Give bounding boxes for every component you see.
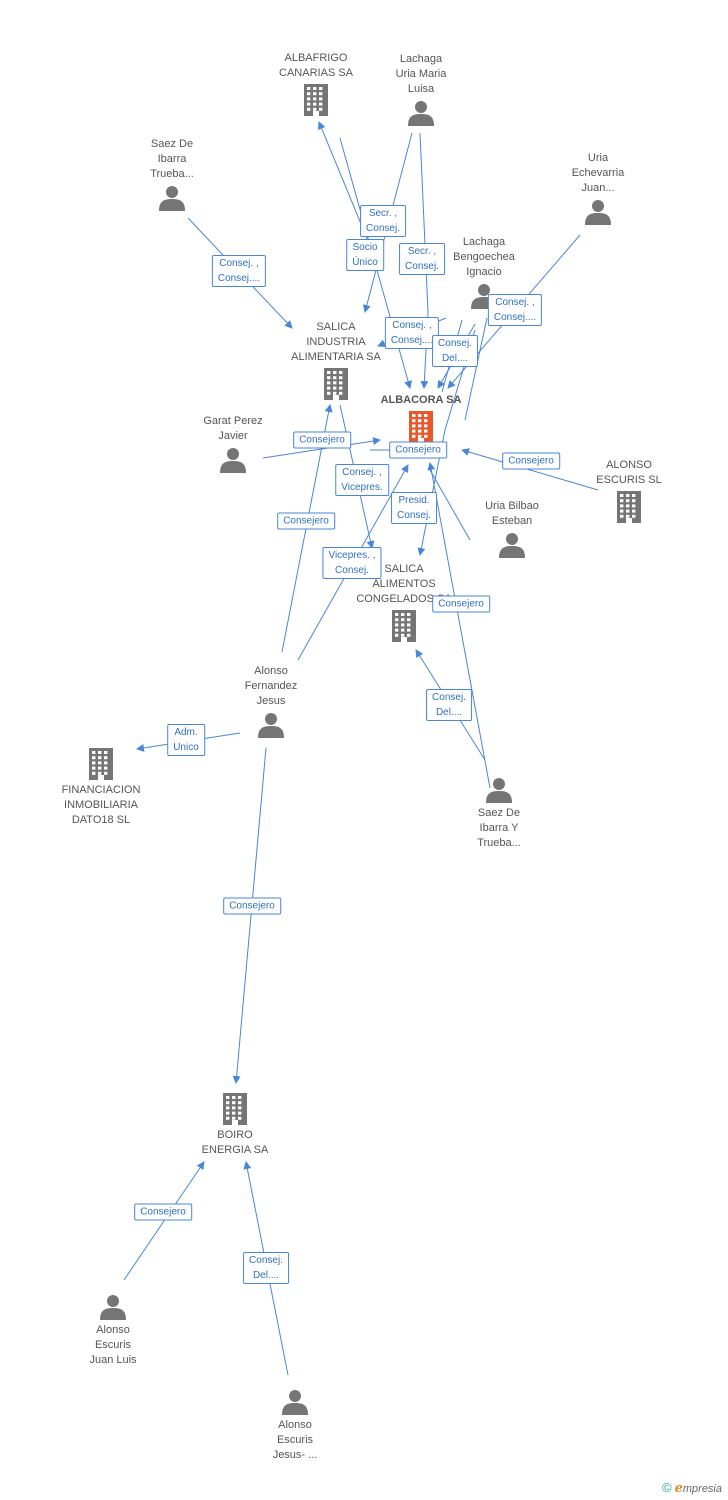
node-salica-alimentos[interactable]: SALICA ALIMENTOS CONGELADOS SA: [349, 562, 459, 643]
edge-role-label[interactable]: Consejero: [134, 1203, 192, 1221]
node-albacora[interactable]: ALBACORA SA: [366, 393, 476, 444]
node-label: ALONSO ESCURIS SL: [596, 459, 662, 486]
edge-line: [461, 448, 599, 491]
building-icon: [389, 609, 419, 643]
building-icon: [614, 490, 644, 524]
node-lachaga-maria[interactable]: Lachaga Uria Maria Luisa: [366, 52, 476, 127]
node-label: SALICA INDUSTRIA ALIMENTARIA SA: [291, 321, 381, 363]
node-label: ALBACORA SA: [380, 394, 462, 406]
node-alonso-escuris-sl[interactable]: ALONSO ESCURIS SL: [574, 458, 684, 524]
brand-name: mpresia: [682, 1483, 722, 1495]
edge-role-label[interactable]: Vicepres. , Consej.: [322, 547, 382, 579]
building-icon: [86, 747, 116, 781]
node-label: ALBAFRIGO CANARIAS SA: [279, 52, 353, 79]
person-icon: [257, 711, 285, 739]
node-label: SALICA ALIMENTOS CONGELADOS SA: [356, 563, 451, 605]
node-alonso-jesus[interactable]: Alonso Escuris Jesus- ...: [240, 1388, 350, 1463]
edge-role-label[interactable]: Consej. , Consej....: [211, 255, 267, 287]
person-icon: [281, 1388, 309, 1416]
edge-role-label[interactable]: Consejero: [293, 431, 351, 449]
node-financiacion[interactable]: FINANCIACION INMOBILIARIA DATO18 SL: [46, 747, 156, 828]
edge-role-label[interactable]: Consej. , Vicepres.: [335, 464, 389, 496]
edge-line: [427, 462, 491, 789]
node-alonso-fernandez[interactable]: Alonso Fernandez Jesus: [216, 664, 326, 739]
building-icon: [220, 1092, 250, 1126]
node-label: Lachaga Uria Maria Luisa: [395, 53, 447, 95]
edge-role-label[interactable]: Consejero: [389, 441, 447, 459]
edge-role-label[interactable]: Consejero: [277, 512, 335, 530]
node-saez-de-ibarra[interactable]: Saez De Ibarra Trueba...: [117, 137, 227, 212]
node-label: Alonso Escuris Jesus- ...: [272, 1419, 318, 1461]
building-icon: [321, 367, 351, 401]
node-boiro[interactable]: BOIRO ENERGIA SA: [180, 1092, 290, 1158]
node-label: Garat Perez Javier: [203, 415, 263, 442]
person-icon: [498, 531, 526, 559]
edge-role-label[interactable]: Consejero: [432, 595, 490, 613]
edge-role-label[interactable]: Consej. , Consej....: [487, 294, 543, 326]
node-label: Alonso Fernandez Jesus: [244, 665, 298, 707]
edge-role-label[interactable]: Consej. Del....: [243, 1252, 289, 1284]
edge-role-label[interactable]: Consej. Del....: [432, 335, 478, 367]
person-icon: [99, 1293, 127, 1321]
building-icon: [301, 83, 331, 117]
node-uria-bilbao[interactable]: Uria Bilbao Esteban: [457, 499, 567, 559]
node-garat[interactable]: Garat Perez Javier: [178, 414, 288, 474]
person-icon: [219, 446, 247, 474]
building-icon: [406, 410, 436, 444]
edge-role-label[interactable]: Consejero: [502, 452, 560, 470]
brand-logo-initial: e: [674, 1481, 683, 1496]
edge-line: [123, 1161, 205, 1281]
node-saez-de-ibarra-y[interactable]: Saez De Ibarra Y Trueba...: [444, 776, 554, 851]
node-label: Saez De Ibarra Trueba...: [150, 138, 194, 180]
edge-line: [419, 132, 429, 389]
node-label: FINANCIACION INMOBILIARIA DATO18 SL: [61, 784, 141, 826]
copyright-symbol: ©: [661, 1480, 672, 1495]
edge-role-label[interactable]: Consej. , Consej....: [384, 317, 440, 349]
node-label: Saez De Ibarra Y Trueba...: [477, 807, 521, 849]
edge-line: [232, 747, 267, 1084]
person-icon: [485, 776, 513, 804]
edge-role-label[interactable]: Secr. , Consej.: [399, 243, 445, 275]
person-icon: [584, 198, 612, 226]
node-label: Uria Bilbao Esteban: [485, 500, 539, 527]
edge-role-label[interactable]: Consejero: [223, 897, 281, 915]
brand-watermark: © empresia: [662, 1480, 722, 1496]
edge-line-extra: [429, 469, 471, 541]
node-albafrigo[interactable]: ALBAFRIGO CANARIAS SA: [261, 51, 371, 117]
edge-line-extra: [464, 317, 488, 421]
edge-role-label[interactable]: Presid. Consej.: [391, 492, 437, 524]
node-label: Alonso Escuris Juan Luis: [89, 1324, 137, 1366]
person-icon: [407, 99, 435, 127]
edge-role-label[interactable]: Socio Único: [346, 239, 384, 271]
edge-role-label[interactable]: Secr. , Consej.: [360, 205, 406, 237]
person-icon: [158, 184, 186, 212]
edge-role-label[interactable]: Adm. Unico: [167, 724, 205, 756]
node-label: Lachaga Bengoechea Ignacio: [453, 236, 515, 278]
node-uria-echevarria[interactable]: Uria Echevarria Juan...: [543, 151, 653, 226]
node-label: BOIRO ENERGIA SA: [201, 1129, 269, 1156]
node-salica-industria[interactable]: SALICA INDUSTRIA ALIMENTARIA SA: [281, 320, 391, 401]
node-label: Uria Echevarria Juan...: [571, 152, 625, 194]
edge-role-label[interactable]: Consej. Del....: [426, 689, 472, 721]
node-alonso-juan-luis[interactable]: Alonso Escuris Juan Luis: [58, 1293, 168, 1368]
